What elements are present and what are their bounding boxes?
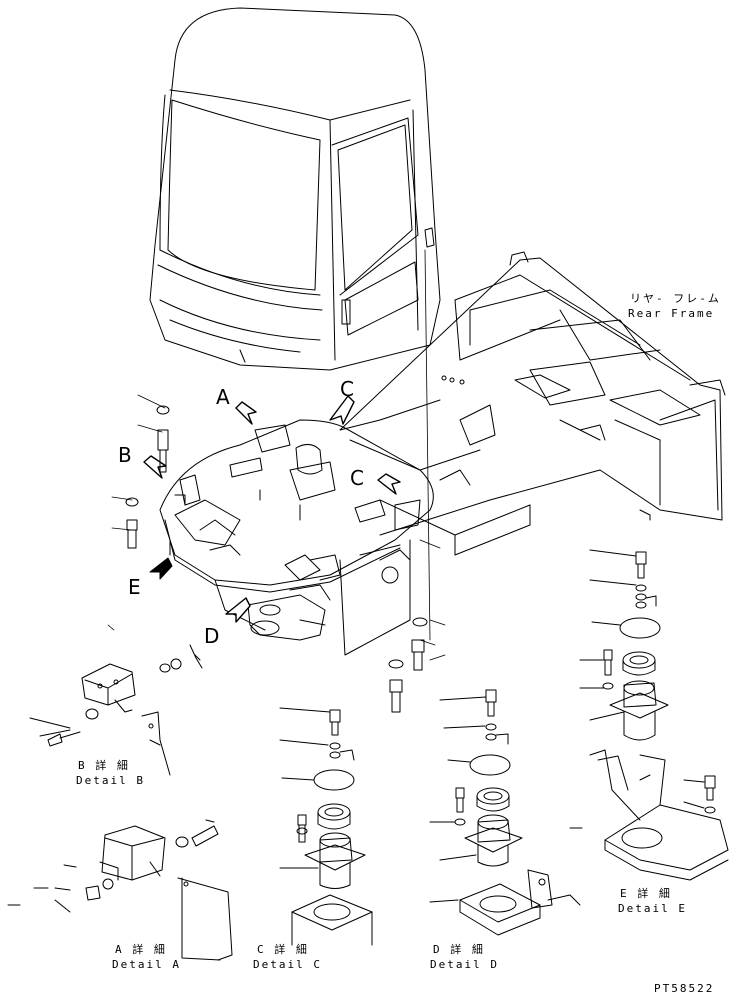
- detail-e-drawing: [570, 550, 728, 880]
- detail-b-label-en: Detail B: [76, 774, 145, 787]
- callout-c-top-label: C: [340, 377, 354, 401]
- arrow-d: [226, 598, 250, 622]
- detail-d-label-en: Detail D: [430, 958, 499, 971]
- detail-d-label-jp: D 詳 細: [433, 943, 485, 956]
- arrow-c-lower: [378, 474, 400, 494]
- mount-brackets: [248, 550, 410, 640]
- callout-b-label: B: [118, 443, 132, 467]
- callout-e-label: E: [128, 575, 141, 599]
- detail-c-drawing: [280, 708, 372, 945]
- rear-frame: [340, 252, 725, 555]
- callout-d-label: D: [204, 624, 220, 648]
- arrow-c-top: [330, 396, 354, 424]
- detail-e-label-jp: E 詳 細: [620, 887, 672, 900]
- callout-arrows: [144, 396, 400, 622]
- detail-a-label-en: Detail A: [112, 958, 181, 971]
- callout-c-lower-label: C: [350, 466, 364, 490]
- plate-fasteners-left: [126, 406, 169, 548]
- detail-c-label-jp: C 詳 細: [257, 943, 309, 956]
- detail-c-label-en: Detail C: [253, 958, 322, 971]
- floor-plate: [160, 420, 433, 655]
- rear-frame-label-en: Rear Frame: [628, 307, 715, 320]
- detail-b-drawing: [30, 664, 170, 775]
- arrow-b: [144, 456, 166, 478]
- plate-fasteners-right: [389, 618, 427, 712]
- detail-a-drawing: [8, 820, 232, 960]
- operator-cab: [150, 8, 440, 370]
- drawing-number: PT58522: [654, 982, 715, 995]
- detail-b-label-jp: B 詳 細: [78, 759, 130, 772]
- arrow-a: [236, 402, 256, 424]
- d-fasteners: [160, 645, 202, 672]
- detail-e-label-en: Detail E: [618, 902, 687, 915]
- arrow-e: [150, 558, 172, 579]
- callout-a-label: A: [216, 385, 230, 409]
- detail-d-drawing: [430, 690, 580, 935]
- rear-frame-label-jp: リヤ- フレ-ム: [630, 292, 721, 305]
- detail-a-label-jp: A 詳 細: [115, 943, 167, 956]
